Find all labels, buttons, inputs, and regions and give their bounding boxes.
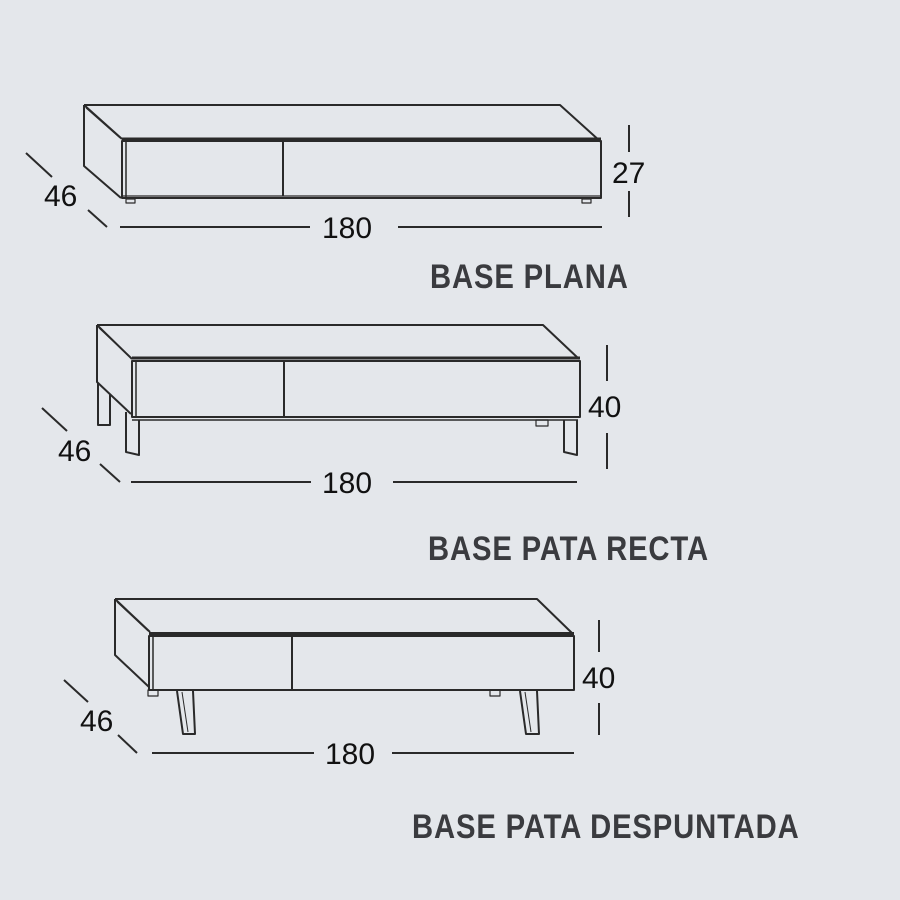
depth-label-2: 46 [58,435,91,468]
title-base-plana: BASE PLANA [430,258,629,296]
width-label-1: 180 [322,212,372,245]
dimension-lines-1 [25,125,630,228]
depth-label-1: 46 [44,180,77,213]
tv-unit-flat-base [83,104,602,204]
tv-unit-tapered-legs [114,598,575,735]
width-label-3: 180 [325,738,375,771]
depth-label-3: 46 [80,705,113,738]
dimension-lines-3 [63,620,600,754]
width-label-2: 180 [322,467,372,500]
height-label-3: 40 [582,662,615,695]
height-label-2: 40 [588,391,621,424]
tv-unit-straight-legs [96,324,581,456]
height-label-1: 27 [612,157,645,190]
title-base-pata-despuntada: BASE PATA DESPUNTADA [412,808,800,846]
title-base-pata-recta: BASE PATA RECTA [428,530,709,568]
dimension-lines-2 [41,345,608,483]
